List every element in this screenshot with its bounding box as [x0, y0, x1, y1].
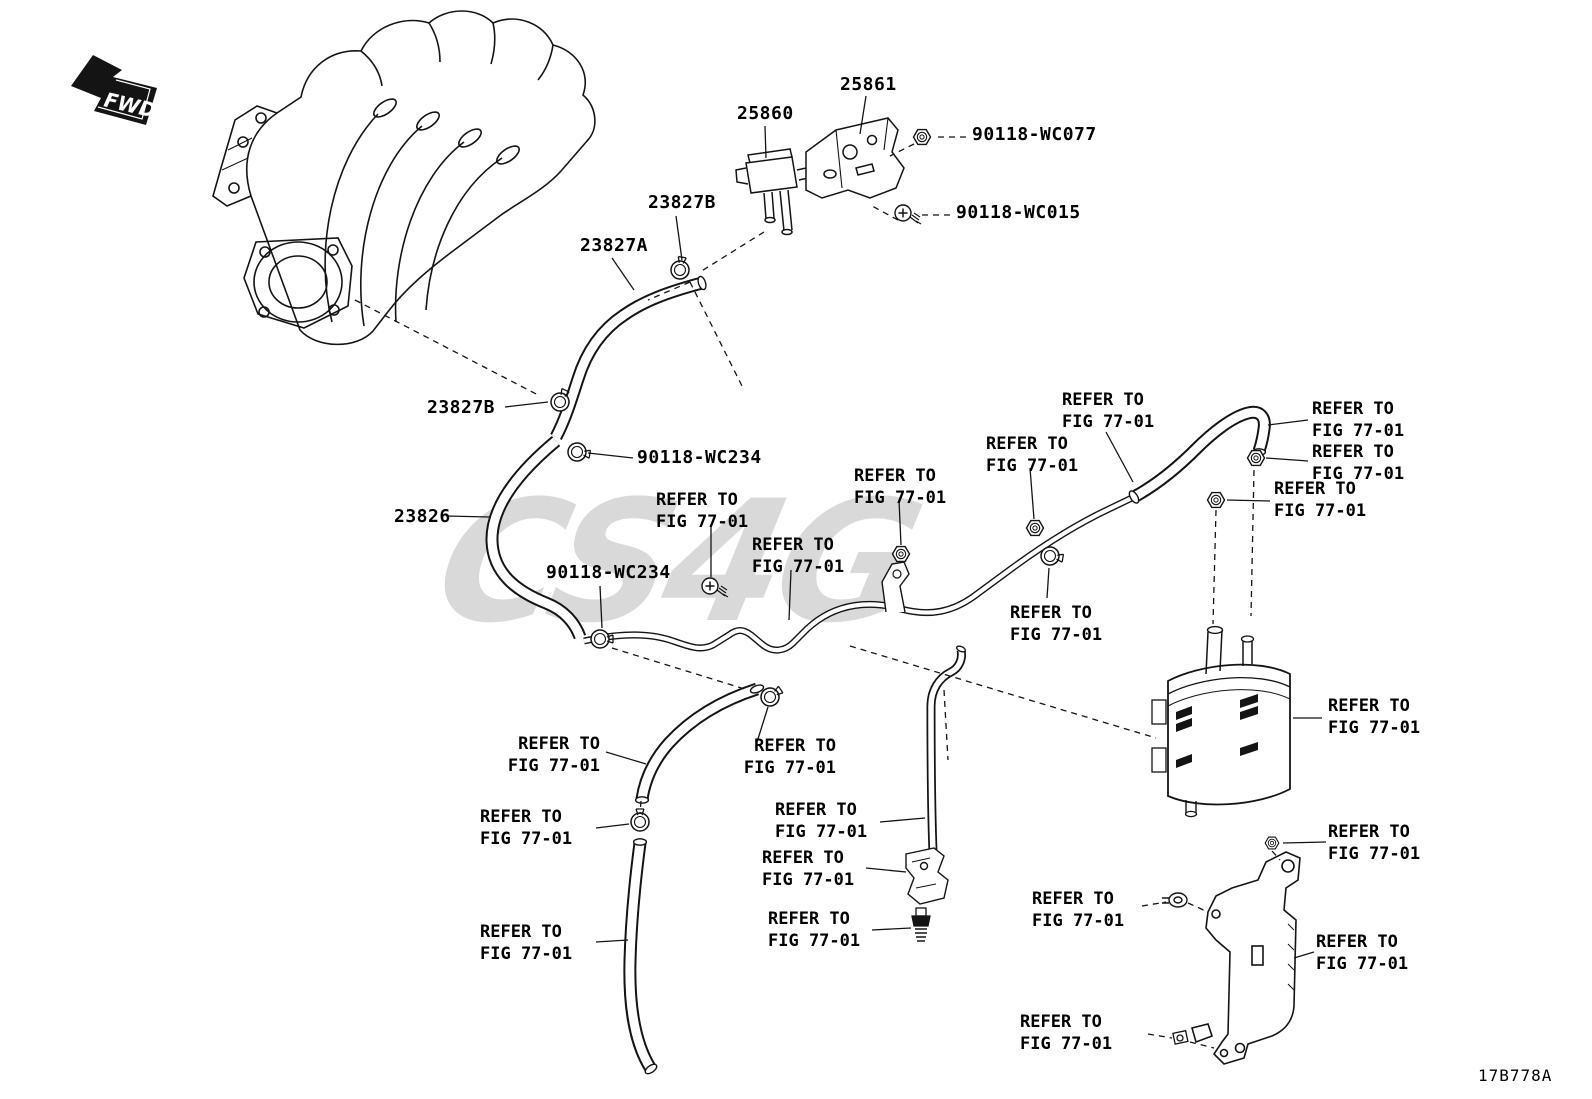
refer-line-1: REFER TO — [1062, 390, 1144, 410]
refer-line-2: FIG 77-01 — [752, 557, 845, 577]
refer-line-1: REFER TO — [1274, 479, 1356, 499]
part-label-23827b-left: 23827B — [427, 397, 496, 418]
hose-23827a — [550, 275, 707, 441]
refer-line-2: FIG 77-01 — [1020, 1034, 1113, 1054]
refer-line-2: FIG 77-01 — [768, 931, 861, 951]
part-label-25860: 25860 — [737, 103, 794, 124]
vsv-bracket — [805, 117, 905, 199]
part-label-90118-wc234-upper: 90118-WC234 — [637, 447, 762, 468]
refer-line-2: FIG 77-01 — [480, 944, 573, 964]
refer-line-1: REFER TO — [480, 922, 562, 942]
refer-line-1: REFER TO — [1010, 603, 1092, 623]
refer-line-2: FIG 77-01 — [986, 456, 1079, 476]
intake-manifold — [212, 10, 596, 346]
refer-line-2: FIG 77-01 — [480, 829, 573, 849]
refer-line-1: REFER TO — [775, 800, 857, 820]
refer-line-1: REFER TO — [1020, 1012, 1102, 1032]
refer-line-2: FIG 77-01 — [1062, 412, 1155, 432]
canister-mount-bracket — [1191, 851, 1301, 1065]
part-label-23827a: 23827A — [580, 235, 649, 256]
part-label-23827b-upper: 23827B — [648, 192, 717, 213]
figure-code: 17B778A — [1478, 1066, 1553, 1085]
grommet — [1162, 892, 1188, 908]
refer-line-2: FIG 77-01 — [1312, 464, 1405, 484]
vsv-solenoid-valve — [735, 148, 809, 236]
refer-line-2: FIG 77-01 — [1328, 844, 1421, 864]
refer-line-2: FIG 77-01 — [1274, 501, 1367, 521]
part-label-90118-wc077: 90118-WC077 — [972, 124, 1097, 145]
refer-line-2: FIG 77-01 — [743, 758, 836, 778]
leader-lines — [445, 95, 1327, 959]
part-label-90118-wc234-lower: 90118-WC234 — [546, 562, 671, 583]
center-vent-pipe — [926, 645, 967, 857]
refer-line-2: FIG 77-01 — [1312, 421, 1405, 441]
refer-line-1: REFER TO — [480, 807, 562, 827]
refer-line-1: REFER TO — [762, 848, 844, 868]
refer-line-1: REFER TO — [1316, 932, 1398, 952]
dashed-lines — [354, 136, 1281, 1049]
refer-line-1: REFER TO — [754, 736, 836, 756]
vacuum-pipe-assembly — [583, 491, 1140, 654]
threaded-fitting — [911, 907, 931, 942]
refer-line-2: FIG 77-01 — [507, 756, 600, 776]
refer-line-1: REFER TO — [656, 490, 738, 510]
refer-line-2: FIG 77-01 — [1032, 911, 1125, 931]
pipe-bracket — [905, 847, 949, 905]
charcoal-canister — [1151, 625, 1291, 818]
hose-lower-left-long — [623, 838, 658, 1075]
refer-line-1: REFER TO — [752, 535, 834, 555]
refer-line-1: REFER TO — [854, 466, 936, 486]
part-label-23826: 23826 — [394, 506, 451, 527]
fwd-arrow-icon: FWD — [71, 55, 158, 125]
refer-line-1: REFER TO — [768, 909, 850, 929]
refer-line-1: REFER TO — [1032, 889, 1114, 909]
refer-line-2: FIG 77-01 — [1328, 718, 1421, 738]
part-label-90118-wc015: 90118-WC015 — [956, 202, 1081, 223]
refer-line-1: REFER TO — [1328, 822, 1410, 842]
clip-nut — [1172, 1029, 1189, 1045]
refer-line-1: REFER TO — [986, 434, 1068, 454]
refer-line-2: FIG 77-01 — [656, 512, 749, 532]
hose-lower-left-upper — [634, 682, 765, 804]
refer-line-1: REFER TO — [1328, 696, 1410, 716]
refer-line-2: FIG 77-01 — [775, 822, 868, 842]
refer-line-2: FIG 77-01 — [1010, 625, 1103, 645]
refer-line-1: REFER TO — [1312, 442, 1394, 462]
part-label-25861: 25861 — [840, 74, 897, 95]
refer-line-1: REFER TO — [518, 734, 600, 754]
hose-23826 — [485, 436, 587, 640]
refer-line-1: REFER TO — [1312, 399, 1394, 419]
refer-line-2: FIG 77-01 — [1316, 954, 1409, 974]
refer-line-2: FIG 77-01 — [854, 488, 947, 508]
refer-line-2: FIG 77-01 — [762, 870, 855, 890]
